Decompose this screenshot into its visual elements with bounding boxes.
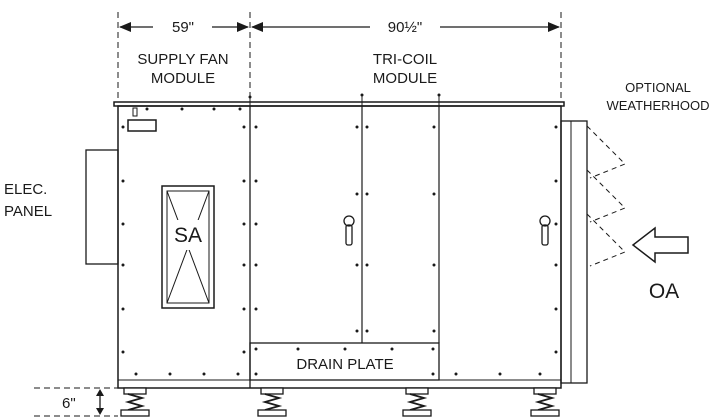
- outside-air-label: OA: [649, 280, 679, 303]
- tricoil-width-label: 90½": [388, 19, 423, 36]
- weatherhood-louvers: [586, 125, 626, 267]
- dimension-supply-width: 59": [117, 12, 251, 100]
- weatherhood-label-line2: WEATHERHOOD: [606, 98, 709, 113]
- leg-height-label: 6": [62, 395, 76, 412]
- drain-plate: DRAIN PLATE: [249, 342, 440, 381]
- supply-air-panel: SA: [161, 185, 215, 309]
- spring-leg-4: [530, 387, 560, 417]
- spring-isolators: [120, 387, 560, 417]
- nameplate: [127, 119, 157, 132]
- electrical-panel: [85, 149, 119, 265]
- supply-air-label: SA: [174, 224, 202, 247]
- tricoil-label-line1: TRI-COIL: [373, 51, 437, 68]
- elec-panel-label-line2: PANEL: [4, 203, 52, 220]
- dimension-tricoil-width: 90½": [251, 12, 562, 100]
- door-handle-left: [343, 215, 355, 246]
- elec-panel-label-line1: ELEC.: [4, 181, 47, 198]
- door-handle-right: [539, 215, 551, 246]
- supply-fan-label-line2: MODULE: [151, 70, 215, 87]
- fastener-dots: [121, 107, 558, 376]
- nameplate-latch: [132, 107, 138, 117]
- supply-width-label: 59": [172, 19, 194, 36]
- drain-plate-label: DRAIN PLATE: [296, 356, 393, 373]
- supply-fan-label-line1: SUPPLY FAN: [137, 51, 228, 68]
- dimension-leg-height: 6": [34, 387, 118, 417]
- spring-leg-1: [120, 387, 150, 417]
- outside-air-arrow: OA: [631, 226, 689, 303]
- spring-leg-3: [402, 387, 432, 417]
- tricoil-label-line2: MODULE: [373, 70, 437, 87]
- weatherhood: [560, 120, 626, 384]
- weatherhood-label-line1: OPTIONAL: [625, 80, 691, 95]
- spring-leg-2: [257, 387, 287, 417]
